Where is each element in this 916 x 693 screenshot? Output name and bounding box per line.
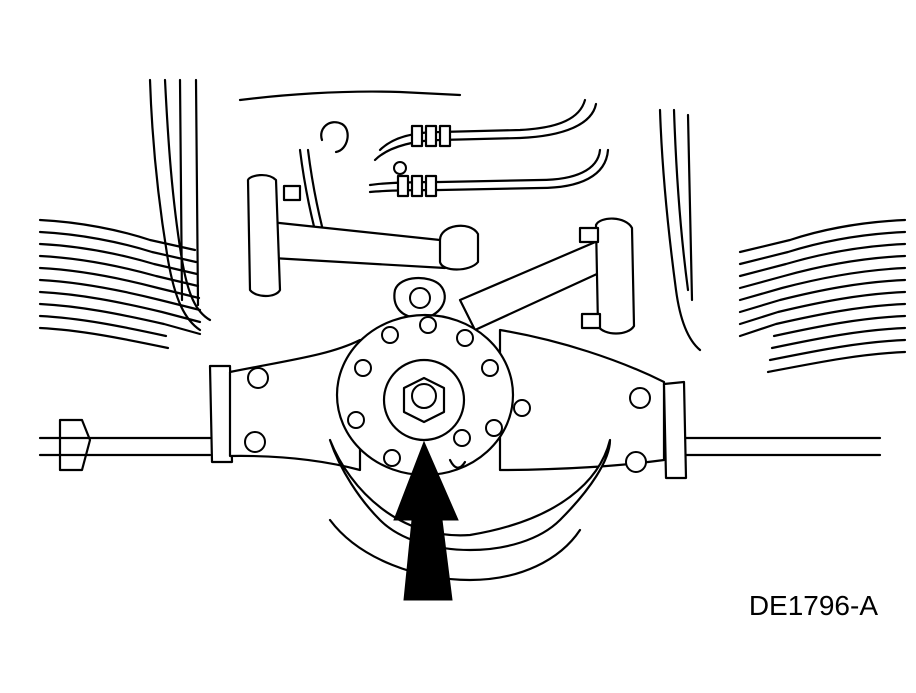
pinion-nut — [382, 358, 466, 442]
indicator-arrow — [393, 440, 459, 601]
left-spring — [38, 78, 212, 350]
brake-lines — [238, 90, 610, 252]
upper-control-arm-right — [458, 217, 636, 335]
upper-control-arm-left — [246, 174, 480, 298]
figure-id-label: DE1796-A — [748, 590, 878, 621]
axle-housing — [38, 277, 882, 582]
right-spring — [658, 108, 907, 374]
